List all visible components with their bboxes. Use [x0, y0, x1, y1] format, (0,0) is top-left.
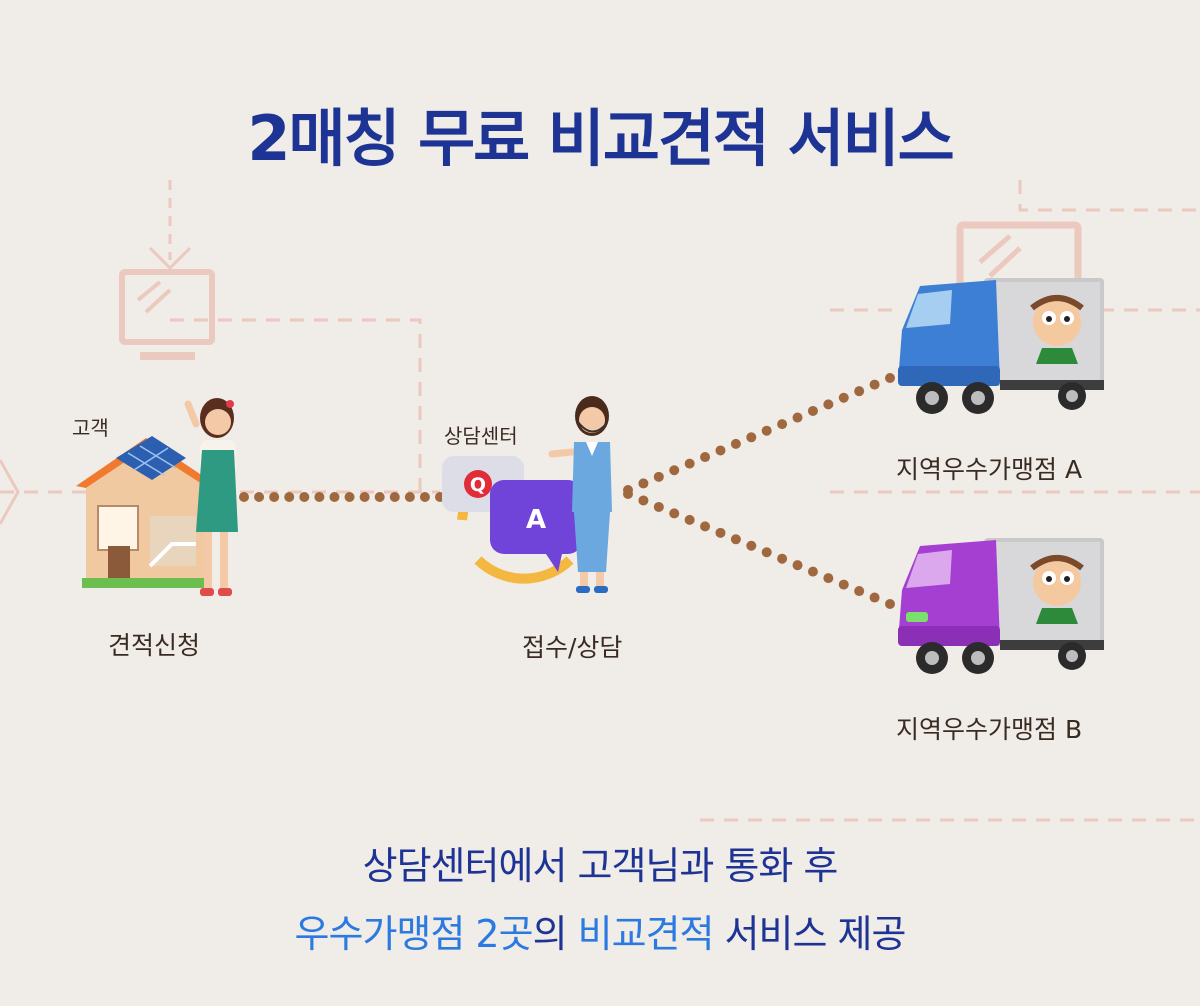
connector-dot: [792, 560, 803, 571]
connector-dot: [761, 425, 772, 436]
connector-dot: [854, 586, 865, 597]
connector-dot: [854, 386, 865, 397]
connector-dot: [715, 527, 726, 538]
center-step-label: 접수/상담: [522, 633, 623, 662]
customer-role-label: 고객: [72, 416, 109, 440]
bottom-caption: 상담센터에서 고객님과 통화 후 우수가맹점 2곳의 비교견적 서비스 제공: [0, 832, 1200, 968]
caption-tail: 서비스 제공: [713, 912, 907, 956]
connector-dot: [638, 495, 649, 506]
connector-dot: [684, 458, 695, 469]
connector-dot: [653, 501, 664, 512]
connector-dot: [792, 412, 803, 423]
connector-dot: [730, 438, 741, 449]
connector-dot: [254, 492, 265, 502]
connector-dot: [777, 553, 788, 564]
caption-line-1: 상담센터에서 고객님과 통화 후: [362, 844, 839, 888]
connector-dot: [239, 492, 249, 502]
branch-b-label: 지역우수가맹점 B: [896, 715, 1083, 744]
truck-a-illustration: [898, 278, 1104, 414]
connector-dot: [404, 492, 415, 502]
qa-chat-icon: Q A: [442, 456, 582, 584]
connector-dot: [869, 592, 880, 603]
connector-dot: [269, 492, 280, 502]
connector-dot: [669, 465, 680, 476]
connector-dot: [700, 521, 711, 532]
truck-b-illustration: [898, 538, 1104, 674]
connector-dot: [344, 492, 355, 502]
connector-dot: [623, 489, 633, 499]
connector-dot: [838, 579, 849, 590]
connector-dot: [700, 452, 711, 463]
connector-dot: [838, 392, 849, 403]
tv-icon-left: [119, 269, 215, 360]
connector-dot: [807, 405, 818, 416]
connector-dot: [869, 379, 880, 390]
connector-dot: [374, 492, 385, 502]
connector-dot: [638, 478, 649, 489]
connector-dot: [761, 547, 772, 558]
connector-customer-center: [239, 492, 445, 502]
connector-center-branch-b: [623, 489, 895, 609]
connector-dot: [299, 492, 310, 502]
connector-dot: [359, 492, 370, 502]
branch-a-label: 지역우수가맹점 A: [896, 455, 1083, 484]
connector-dot: [653, 471, 664, 482]
a-badge: A: [526, 505, 546, 535]
connector-dot: [746, 432, 757, 443]
connector-dot: [684, 514, 695, 525]
connector-dot: [284, 492, 295, 502]
connector-dot: [777, 419, 788, 430]
connector-dot: [885, 599, 895, 609]
caption-highlight-branches: 우수가맹점 2곳: [294, 912, 534, 956]
q-badge: Q: [470, 474, 486, 496]
center-role-label: 상담센터: [444, 424, 518, 448]
connector-dot: [807, 566, 818, 577]
connector-dot: [419, 492, 430, 502]
connector-dot: [823, 573, 834, 584]
connector-dot: [314, 492, 325, 502]
customer-step-label: 견적신청: [108, 631, 201, 660]
counselor-woman-illustration: [548, 396, 612, 593]
caption-highlight-quote: 비교견적: [577, 912, 715, 956]
caption-line-2: 우수가맹점 2곳의 비교견적 서비스 제공: [0, 900, 1200, 968]
caption-particle: 의: [532, 912, 578, 956]
connector-dot: [329, 492, 340, 502]
page-title: 2매칭 무료 비교견적 서비스: [247, 102, 954, 175]
connector-dot: [715, 445, 726, 456]
connector-dot: [823, 399, 834, 410]
connector-dot: [746, 540, 757, 551]
connector-dot: [389, 492, 400, 502]
connector-center-branch-a: [623, 373, 895, 495]
customer-woman-illustration: [184, 398, 238, 596]
connector-dot: [885, 373, 895, 383]
connector-dot: [730, 534, 741, 545]
connector-dot: [669, 508, 680, 519]
